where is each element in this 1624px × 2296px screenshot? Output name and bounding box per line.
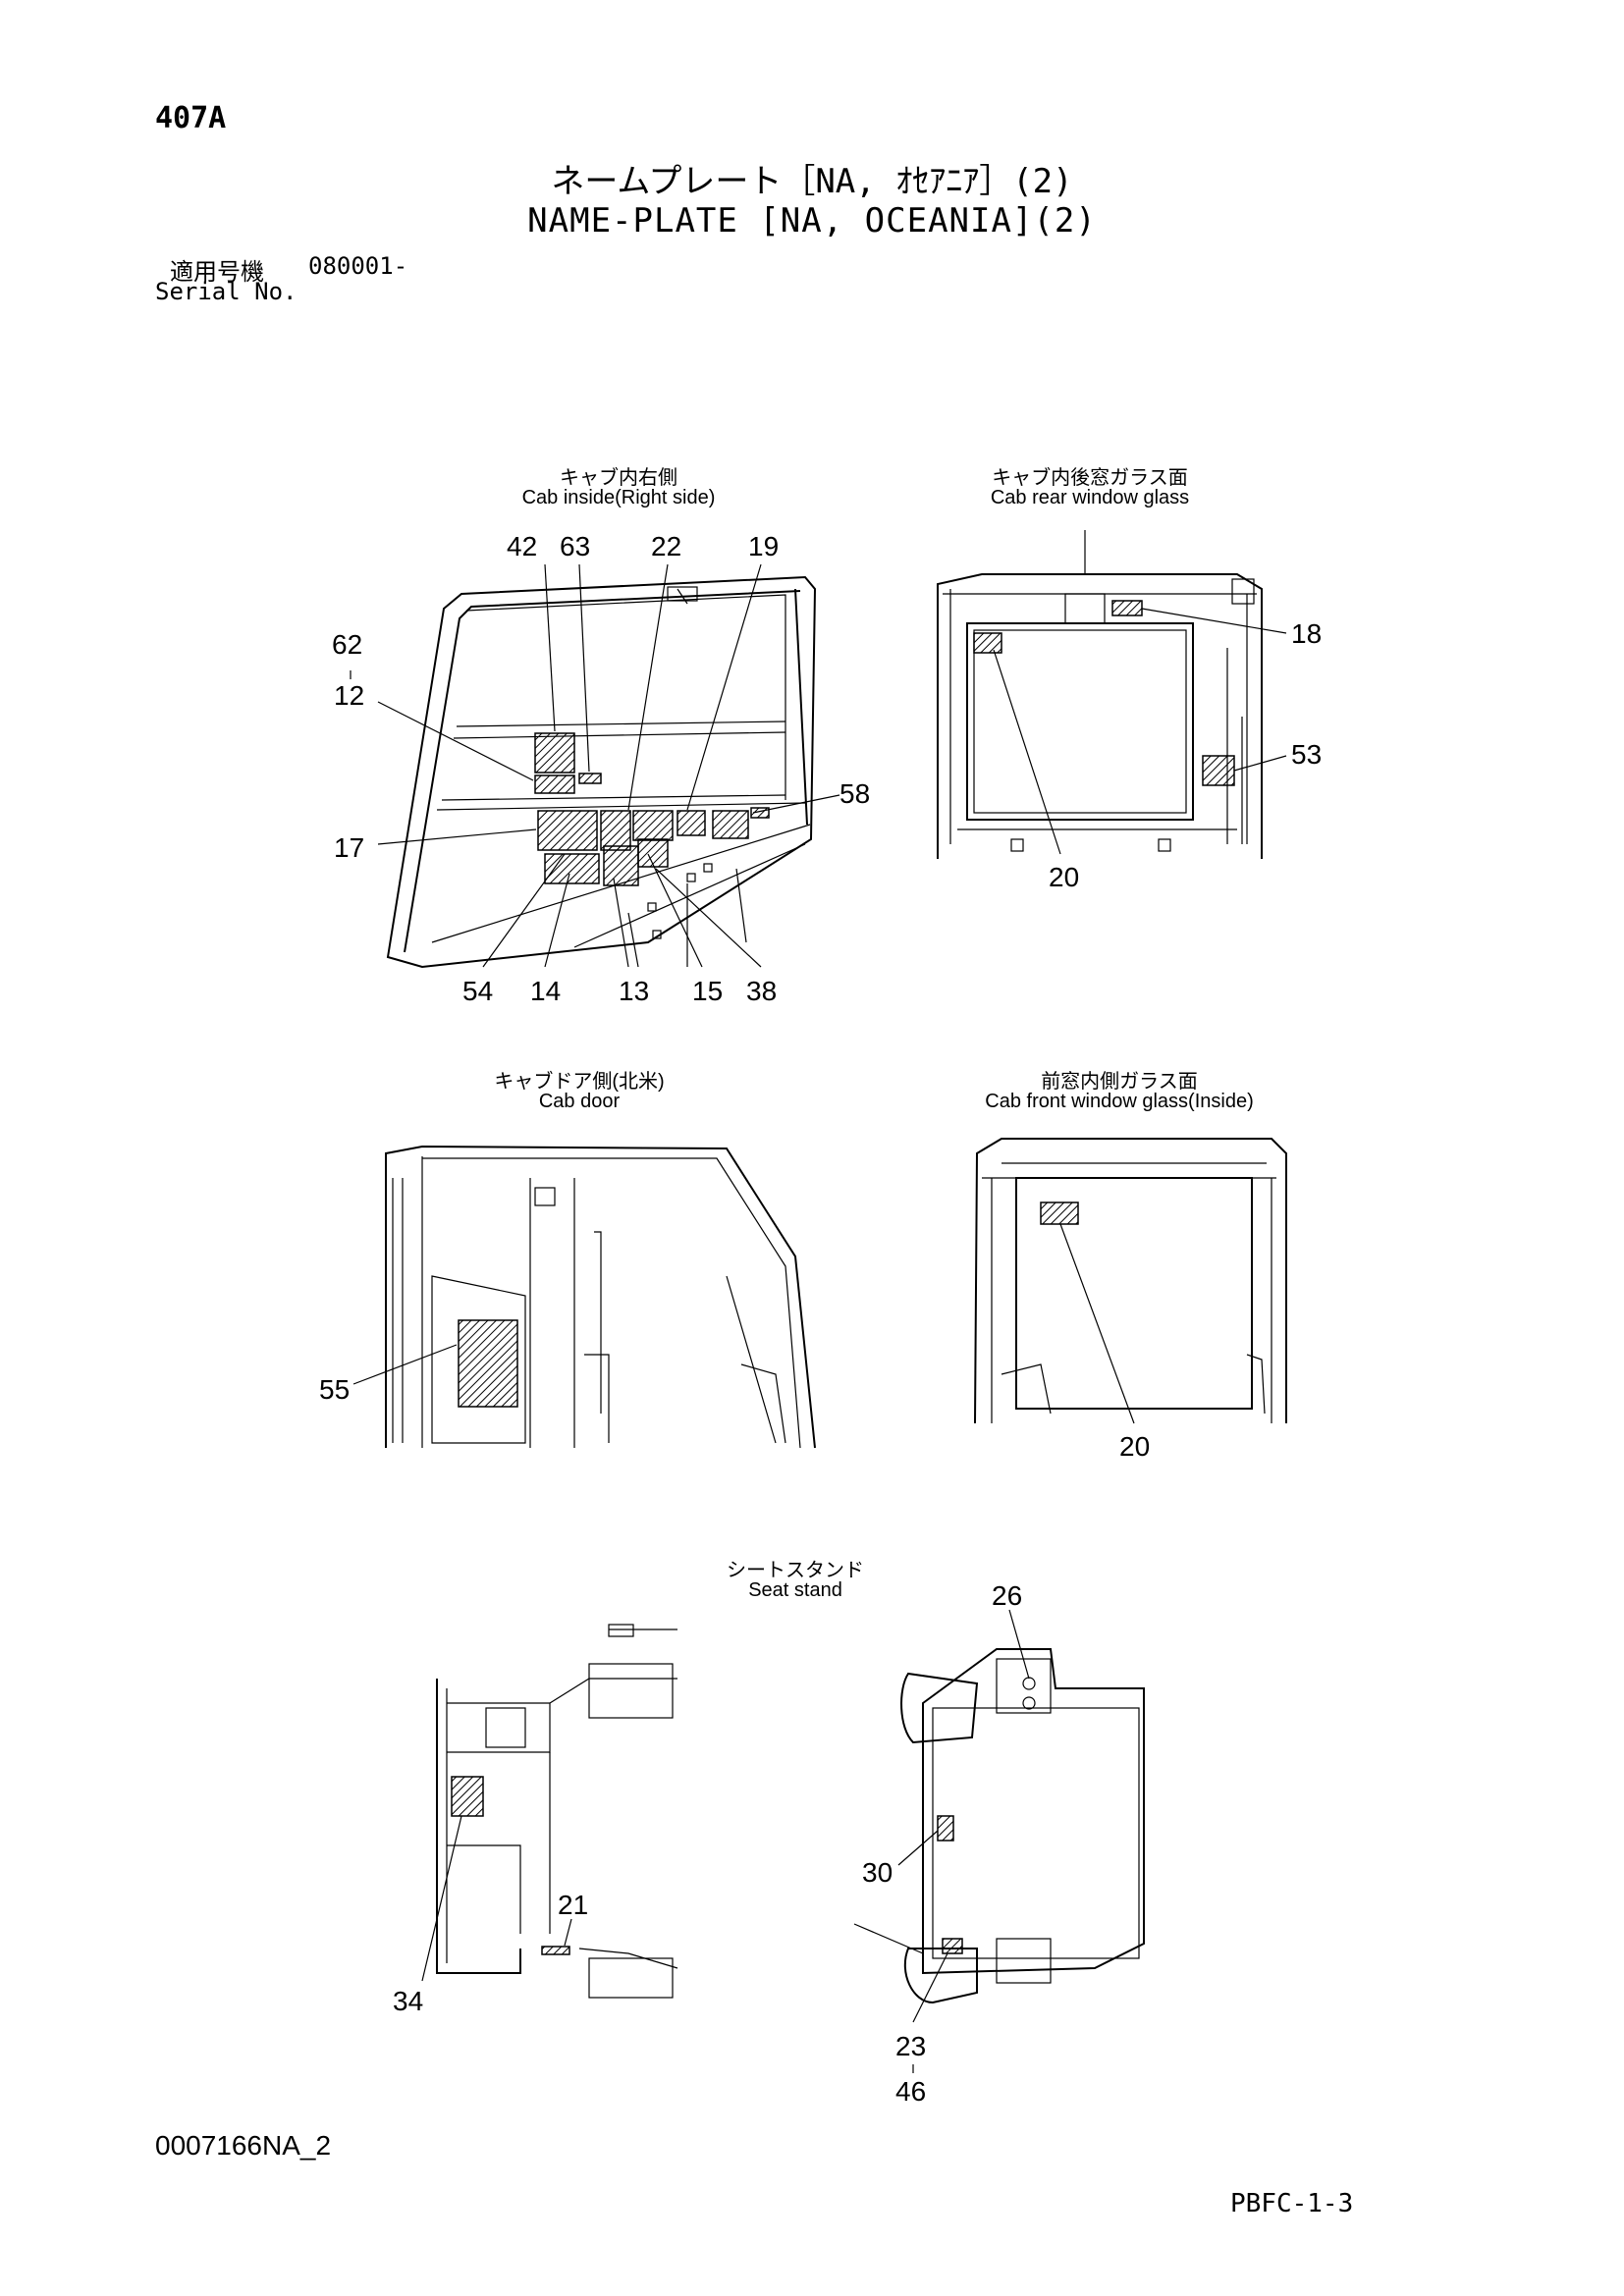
caption-cab-rear-ja: キャブ内後窓ガラス面 (992, 467, 1188, 489)
cab-door-view: 55 (319, 1145, 816, 1449)
serial-label-english: Serial No. (155, 278, 298, 305)
callout-46: 46 (895, 2076, 926, 2107)
caption-cab-rear-en: Cab rear window glass (990, 487, 1190, 508)
seat-stand-side-view: 21 34 (393, 1624, 678, 2016)
serial-label-japanese: 適用号機 (170, 258, 264, 286)
seat-stand-top-view: 26 30 23 46 (853, 1580, 1145, 2107)
caption-cab-front-ja: 前窓内側ガラス面 (1041, 1071, 1198, 1093)
callout-54: 54 (462, 976, 493, 1006)
callout-13: 13 (619, 976, 649, 1006)
callout-20-front: 20 (1119, 1431, 1150, 1462)
callout-62: 62 (332, 629, 362, 660)
cab-front-view: 20 (974, 1138, 1287, 1462)
callout-42: 42 (507, 531, 537, 561)
caption-cab-front-en: Cab front window glass(Inside) (985, 1091, 1254, 1112)
callout-12: 12 (334, 680, 364, 711)
page-title-english: NAME-PLATE [NA, OCEANIA](2) (527, 201, 1097, 240)
callout-34: 34 (393, 1986, 423, 2016)
caption-cab-right-en: Cab inside(Right side) (521, 487, 716, 508)
caption-cab-right-ja: キャブ内右側 (560, 467, 677, 489)
serial-number-value: 080001- (308, 252, 408, 280)
callout-17: 17 (334, 832, 364, 863)
page-reference: PBFC-1-3 (1230, 2189, 1354, 2218)
callout-30: 30 (862, 1857, 893, 1888)
caption-seat-stand-en: Seat stand (748, 1579, 842, 1601)
caption-cab-door-en: Cab door (538, 1091, 621, 1112)
callout-38: 38 (746, 976, 777, 1006)
callout-55: 55 (319, 1374, 350, 1405)
callout-21: 21 (558, 1890, 588, 1920)
callout-20: 20 (1049, 862, 1079, 892)
callout-53: 53 (1291, 739, 1322, 770)
page-code: 407A (155, 101, 227, 135)
cab-right-view: 42 63 22 19 62 12 58 17 54 14 13 15 38 (332, 531, 870, 1006)
callout-19: 19 (748, 531, 779, 561)
caption-seat-stand-ja: シートスタンド (727, 1560, 864, 1581)
callout-23: 23 (895, 2031, 926, 2061)
callout-15: 15 (692, 976, 723, 1006)
caption-cab-door-ja: キャブドア側(北米) (494, 1071, 665, 1093)
callout-26: 26 (992, 1580, 1022, 1611)
callout-58: 58 (839, 778, 870, 809)
callout-63: 63 (560, 531, 590, 561)
cab-rear-view: 18 53 20 (937, 530, 1322, 892)
callout-22: 22 (651, 531, 681, 561)
callout-18: 18 (1291, 618, 1322, 649)
callout-14: 14 (530, 976, 561, 1006)
page-title-japanese: ネームプレート［NA, ｵｾｱﾆｱ］(2) (551, 162, 1073, 201)
document-id: 0007166NA_2 (155, 2130, 332, 2161)
